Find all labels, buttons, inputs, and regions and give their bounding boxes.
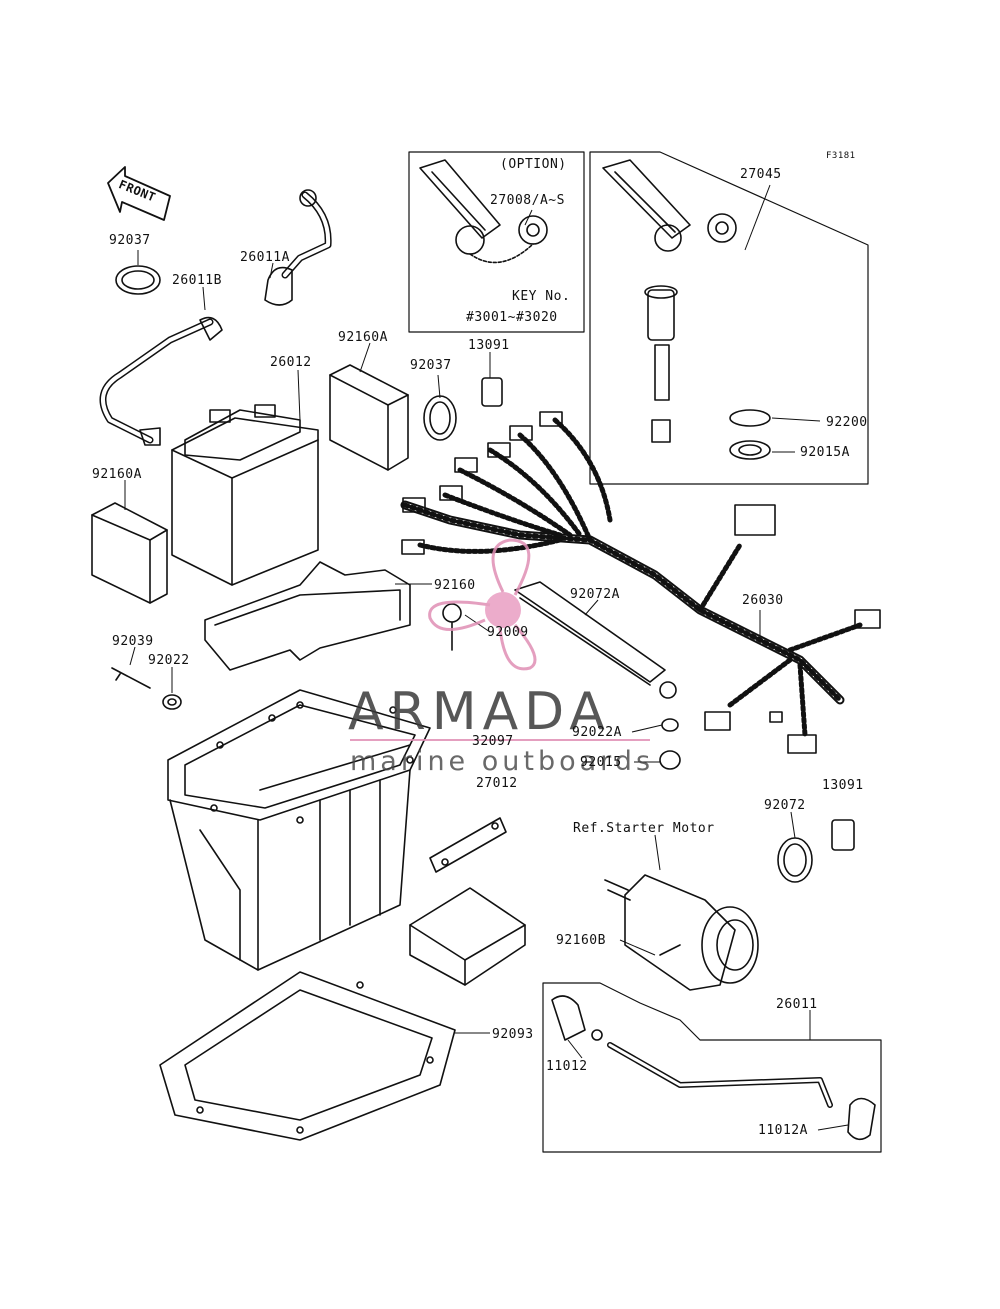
connector-13091-top (481, 377, 503, 407)
connector-icon (454, 457, 478, 473)
grommet-92015 (659, 750, 681, 770)
switch-assembly-box (589, 151, 869, 485)
pad-92160 (204, 561, 411, 671)
clamp-92037-mid (423, 395, 457, 441)
battery (171, 404, 319, 586)
callout-26011b: 26011B (172, 273, 222, 288)
connector-icon (487, 442, 511, 458)
callout-27045: 27045 (740, 167, 782, 182)
connector-icon (704, 711, 731, 731)
connector-icon (787, 734, 817, 754)
connector-icon (402, 497, 426, 513)
callout-92072a: 92072A (570, 587, 620, 602)
key-range: #3001~#3020 (466, 310, 558, 325)
connector-13091-bottom (831, 819, 855, 851)
pad-92160a-top (329, 364, 409, 471)
callout-26030: 26030 (742, 593, 784, 608)
strap-92072a (514, 581, 677, 699)
callout-11012a: 11012A (758, 1123, 808, 1138)
callout-26011: 26011 (776, 997, 818, 1012)
connector-icon (439, 485, 463, 501)
key-ring-icon (455, 225, 485, 255)
callout-92015: 92015 (580, 755, 622, 770)
pad-92160a-left (91, 502, 168, 604)
connector-icon (539, 411, 563, 427)
clamp-92037-left (115, 265, 161, 295)
o-ring-icon (729, 409, 771, 427)
seal-icon (729, 440, 771, 460)
ref-starter-motor: Ref.Starter Motor (573, 821, 715, 836)
option-title: (OPTION) (500, 157, 567, 172)
callout-92160b: 92160B (556, 933, 606, 948)
callout-13091-top: 13091 (468, 338, 510, 353)
callout-27012: 27012 (476, 776, 518, 791)
connector-icon (854, 609, 881, 629)
callout-92037-mid: 92037 (410, 358, 452, 373)
option-box (408, 151, 585, 333)
boot-11012a (847, 1097, 876, 1141)
callout-92037-left: 92037 (109, 233, 151, 248)
wiring-harness (400, 411, 881, 754)
cable-26011-box (542, 982, 882, 1153)
callout-92022a: 92022A (572, 725, 622, 740)
connector-icon (509, 425, 533, 441)
watermark-title: ARMADA (348, 682, 611, 742)
callout-92093: 92093 (492, 1027, 534, 1042)
callout-92039: 92039 (112, 634, 154, 649)
callout-32097: 32097 (472, 734, 514, 749)
gasket-92093 (159, 971, 456, 1141)
callout-92015a: 92015A (800, 445, 850, 460)
boot-11012 (551, 995, 586, 1041)
callout-92072: 92072 (764, 798, 806, 813)
callout-92160: 92160 (434, 578, 476, 593)
callout-11012: 11012 (546, 1059, 588, 1074)
rivet-92039 (111, 667, 151, 689)
starter-motor (604, 874, 759, 991)
callout-13091-bottom: 13091 (822, 778, 864, 793)
front-arrow-icon (107, 166, 171, 221)
battery-case (167, 689, 431, 971)
connector-icon (401, 539, 425, 555)
washer-92022 (162, 694, 182, 710)
battery-cable-negative (99, 316, 223, 446)
callout-92022: 92022 (148, 653, 190, 668)
battery-cable-positive (264, 189, 332, 306)
option-part: 27008/A~S (490, 193, 565, 208)
callout-92200: 92200 (826, 415, 868, 430)
key-label: KEY No. (512, 289, 571, 304)
callout-26012: 26012 (270, 355, 312, 370)
grommet-92022a (661, 718, 679, 732)
bracket-27012 (429, 817, 507, 873)
callout-92009: 92009 (487, 625, 529, 640)
key-fob-icon (419, 159, 501, 239)
armada-logo-icon (350, 538, 650, 741)
switch-body-icon (647, 289, 675, 341)
figure-code: F3181 (826, 151, 856, 161)
pad-92160b-box (409, 887, 526, 986)
callout-26011a: 26011A (240, 250, 290, 265)
connector-icon (734, 504, 776, 536)
screw-92009 (442, 603, 462, 651)
connector-icon (769, 711, 783, 723)
watermark-subtitle: marine outboards (350, 746, 655, 777)
callout-92160a-left: 92160A (92, 467, 142, 482)
key-fob-icon (602, 159, 691, 239)
callout-92160a-top: 92160A (338, 330, 388, 345)
